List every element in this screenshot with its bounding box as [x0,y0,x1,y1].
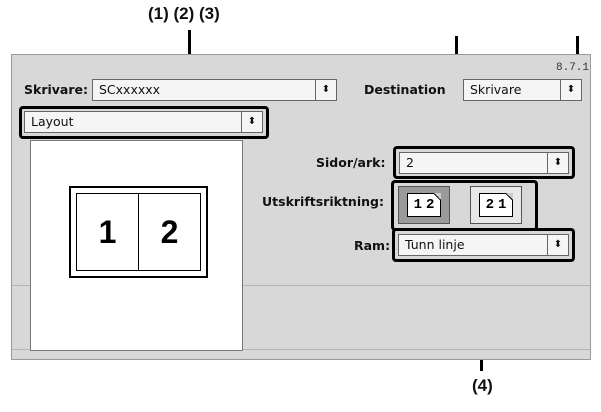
popup-arrows-icon: ⬍ [547,153,568,173]
printer-value: SCxxxxxx [99,82,161,97]
pages-per-sheet-value: 2 [406,155,414,170]
version-number: 8.7.1 [556,62,590,74]
border-popup[interactable]: Tunn linje ⬍ [398,234,569,256]
panel-value: Layout [31,114,74,129]
printer-label: Skrivare: [24,82,88,97]
divider [12,285,590,286]
panel-popup[interactable]: Layout ⬍ [24,111,263,133]
preview-page-1: 1 [98,213,117,250]
destination-popup[interactable]: Skrivare ⬍ [463,79,582,101]
popup-arrows-icon: ⬍ [560,80,581,100]
printer-popup[interactable]: SCxxxxxx ⬍ [92,79,337,101]
preview-sheet: 1 2 [69,186,208,278]
divider [12,349,590,350]
callout-1-2-3: (1) (2) (3) [148,4,220,23]
popup-arrows-icon: ⬍ [241,112,262,132]
layout-preview: 1 2 [30,140,243,351]
pages-per-sheet-label: Sidor/ark: [316,155,386,170]
preview-page-2: 2 [138,194,200,270]
direction-label: Utskriftsriktning: [262,194,384,209]
callout-4: (4) [472,376,493,395]
destination-label: Destination [364,82,446,97]
border-value: Tunn linje [405,237,465,252]
pages-per-sheet-popup[interactable]: 2 ⬍ [399,152,569,174]
destination-value: Skrivare [470,82,522,97]
popup-arrows-icon: ⬍ [547,235,568,255]
border-label: Ram: [354,238,391,253]
popup-arrows-icon: ⬍ [315,80,336,100]
